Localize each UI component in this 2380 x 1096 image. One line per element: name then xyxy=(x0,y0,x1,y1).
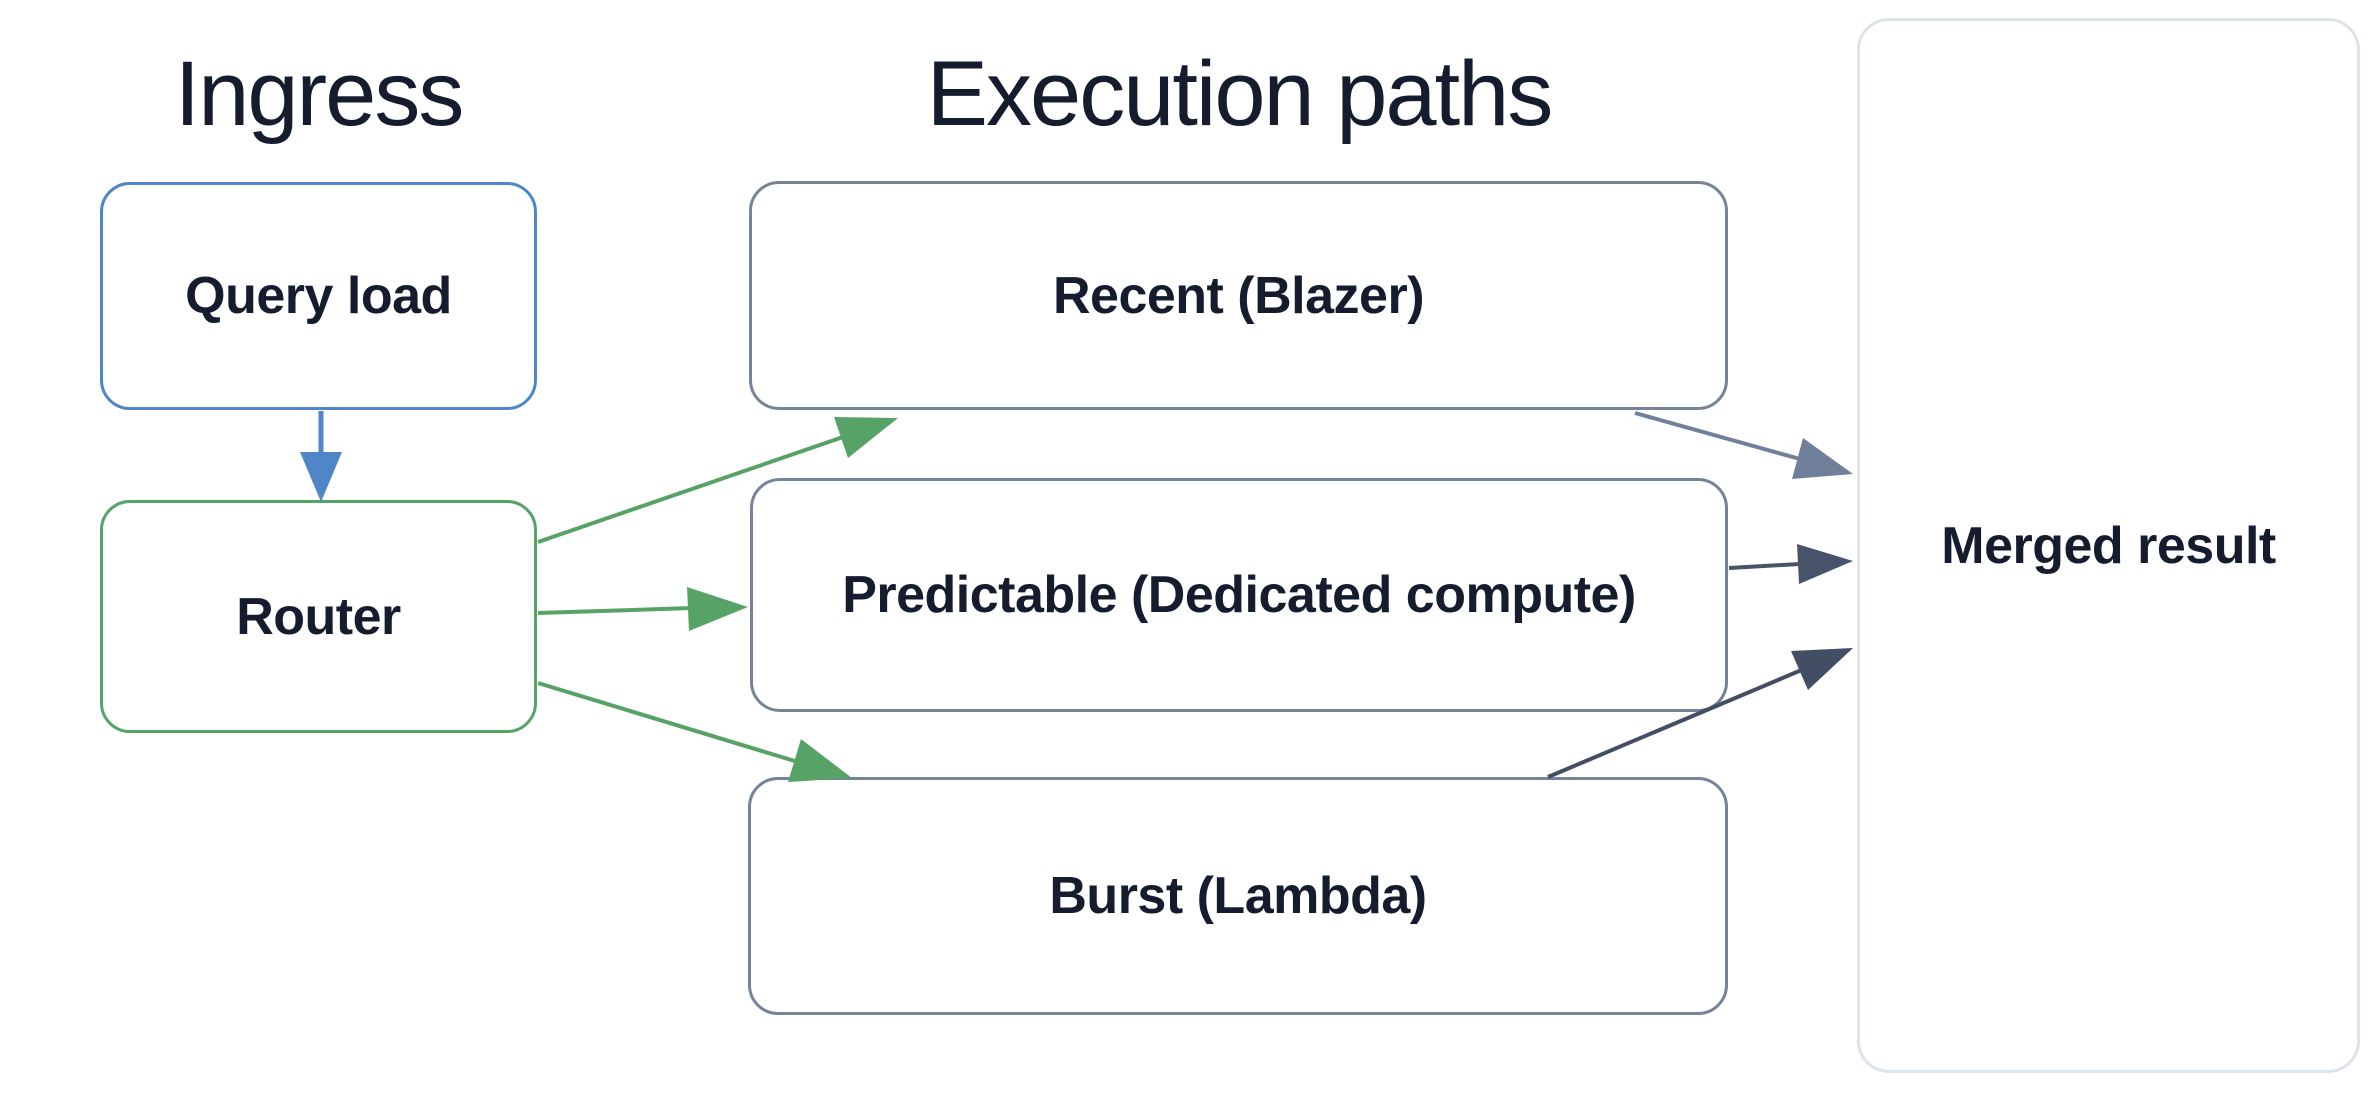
edge-recent-to-merged-arrowhead-icon xyxy=(1792,438,1853,479)
edge-router-to-predictable-arrowhead-icon xyxy=(687,587,748,631)
edge-query-load-to-router-arrowhead-icon xyxy=(300,452,342,502)
edge-query-load-to-router xyxy=(300,411,342,502)
edge-recent-to-merged-line xyxy=(1634,411,1801,461)
edge-router-to-recent-arrowhead-icon xyxy=(834,417,898,458)
node-merged-result: Merged result xyxy=(1857,18,2360,1073)
node-burst-lambda-label: Burst (Lambda) xyxy=(1049,867,1427,925)
node-router-label: Router xyxy=(236,587,401,646)
section-title-execution-paths: Execution paths xyxy=(926,43,1554,145)
edge-router-to-burst-arrowhead-icon xyxy=(788,739,852,782)
edge-router-to-predictable xyxy=(537,587,748,631)
section-title-ingress: Ingress xyxy=(174,43,465,145)
node-recent-blazer-label: Recent (Blazer) xyxy=(1052,266,1425,325)
node-predictable-label: Predictable (Dedicated compute) xyxy=(842,566,1636,624)
node-query-load-label: Query load xyxy=(185,267,452,325)
edge-burst-to-merged-arrowhead-icon xyxy=(1791,648,1853,690)
node-recent-blazer: Recent (Blazer) xyxy=(749,181,1728,410)
edge-predictable-to-merged-arrowhead-icon xyxy=(1797,544,1853,584)
edge-predictable-to-merged xyxy=(1728,544,1853,584)
node-predictable-dedicated-compute: Predictable (Dedicated compute) xyxy=(750,478,1728,712)
edge-predictable-to-merged-line xyxy=(1728,562,1801,570)
node-query-load: Query load xyxy=(100,182,537,410)
node-burst-lambda: Burst (Lambda) xyxy=(748,777,1728,1015)
edge-recent-to-merged xyxy=(1634,411,1853,479)
node-router: Router xyxy=(100,500,537,733)
node-merged-result-label: Merged result xyxy=(1941,516,2276,575)
edge-router-to-predictable-line xyxy=(537,606,693,615)
